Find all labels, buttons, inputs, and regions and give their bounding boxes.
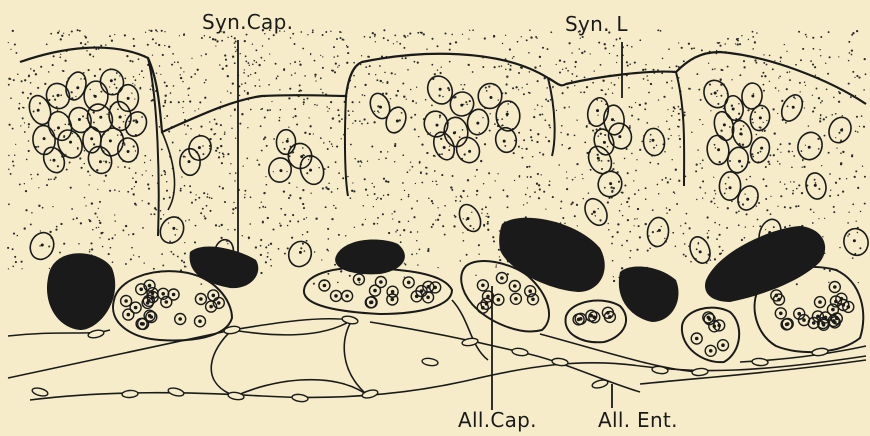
allantoic-connective-tissue (8, 300, 866, 400)
mesenchyme-line (211, 330, 232, 394)
dark-mass (190, 247, 259, 289)
mesenchyme-line (344, 320, 366, 394)
label-all-cap: All.Cap. (458, 408, 537, 432)
dark-mass (619, 266, 679, 322)
syncytial-nuclei (26, 67, 870, 276)
mesenchyme-line (236, 380, 366, 396)
capillary-outline (565, 301, 626, 343)
dark-mass (47, 253, 115, 330)
capillary-outline (682, 308, 739, 363)
label-all-ent: All. Ent. (598, 408, 678, 432)
label-syn-cap: Syn.Cap. (202, 10, 293, 34)
mesenchyme-line (540, 334, 700, 372)
syncytium-divider (548, 78, 555, 156)
mesenchyme-line (8, 319, 352, 378)
syncytium-divider (676, 72, 684, 186)
label-syn-l: Syn. L (565, 12, 628, 36)
dark-mass (705, 226, 825, 302)
